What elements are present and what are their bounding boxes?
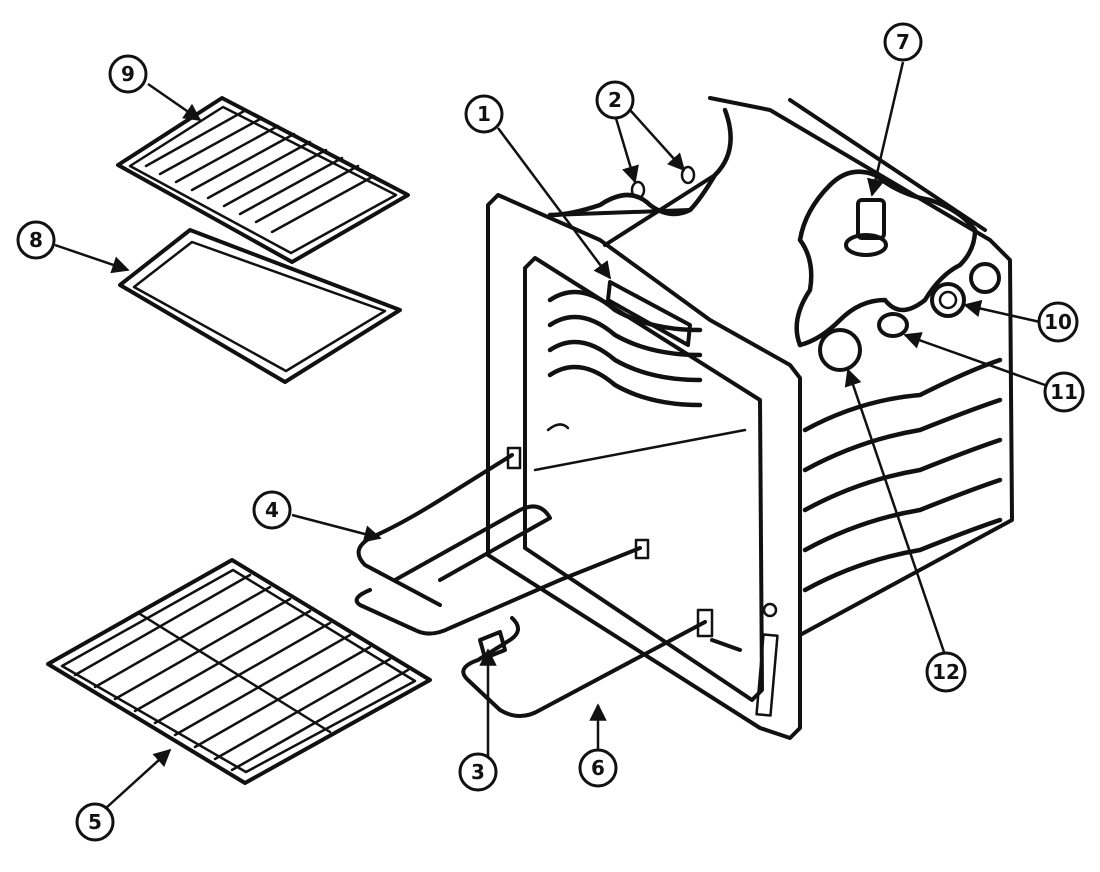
light-lens [818, 328, 862, 372]
svg-text:12: 12 [932, 660, 960, 684]
inner-cavity-rack-supports [533, 289, 747, 472]
svg-text:3: 3 [471, 760, 485, 784]
callout-3: 3 [458, 752, 498, 792]
callout-9: 9 [108, 54, 148, 94]
svg-text:7: 7 [896, 30, 910, 54]
callout-1: 1 [464, 94, 504, 134]
svg-text:4: 4 [265, 498, 279, 522]
oven-cavity-body [547, 96, 1014, 637]
svg-text:2: 2 [608, 88, 622, 112]
oven-light-socket [844, 198, 888, 257]
callout-11: 11 [1043, 371, 1085, 413]
callout-8: 8 [16, 220, 56, 260]
oven-front-frame [486, 193, 802, 740]
bulb-receptacle [930, 262, 1001, 318]
broil-element [354, 446, 650, 636]
svg-text:5: 5 [88, 810, 102, 834]
light-bulb [877, 312, 909, 338]
svg-text:9: 9 [121, 62, 135, 86]
bake-element [461, 608, 742, 718]
callout-10: 10 [1037, 301, 1079, 343]
callout-2: 2 [595, 80, 635, 120]
callout-5: 5 [75, 802, 115, 842]
svg-text:1: 1 [477, 102, 491, 126]
svg-text:8: 8 [29, 228, 43, 252]
callout-4: 4 [252, 490, 292, 530]
callout-12: 12 [925, 651, 967, 693]
broiler-pan [118, 228, 402, 384]
oven-rack [46, 558, 432, 785]
svg-text:6: 6 [591, 756, 605, 780]
oven-vent [606, 280, 692, 347]
callout-7: 7 [883, 22, 923, 62]
callout-6: 6 [578, 748, 618, 788]
broiler-pan-insert [116, 96, 410, 264]
svg-text:11: 11 [1050, 380, 1078, 404]
svg-text:10: 10 [1044, 310, 1072, 334]
